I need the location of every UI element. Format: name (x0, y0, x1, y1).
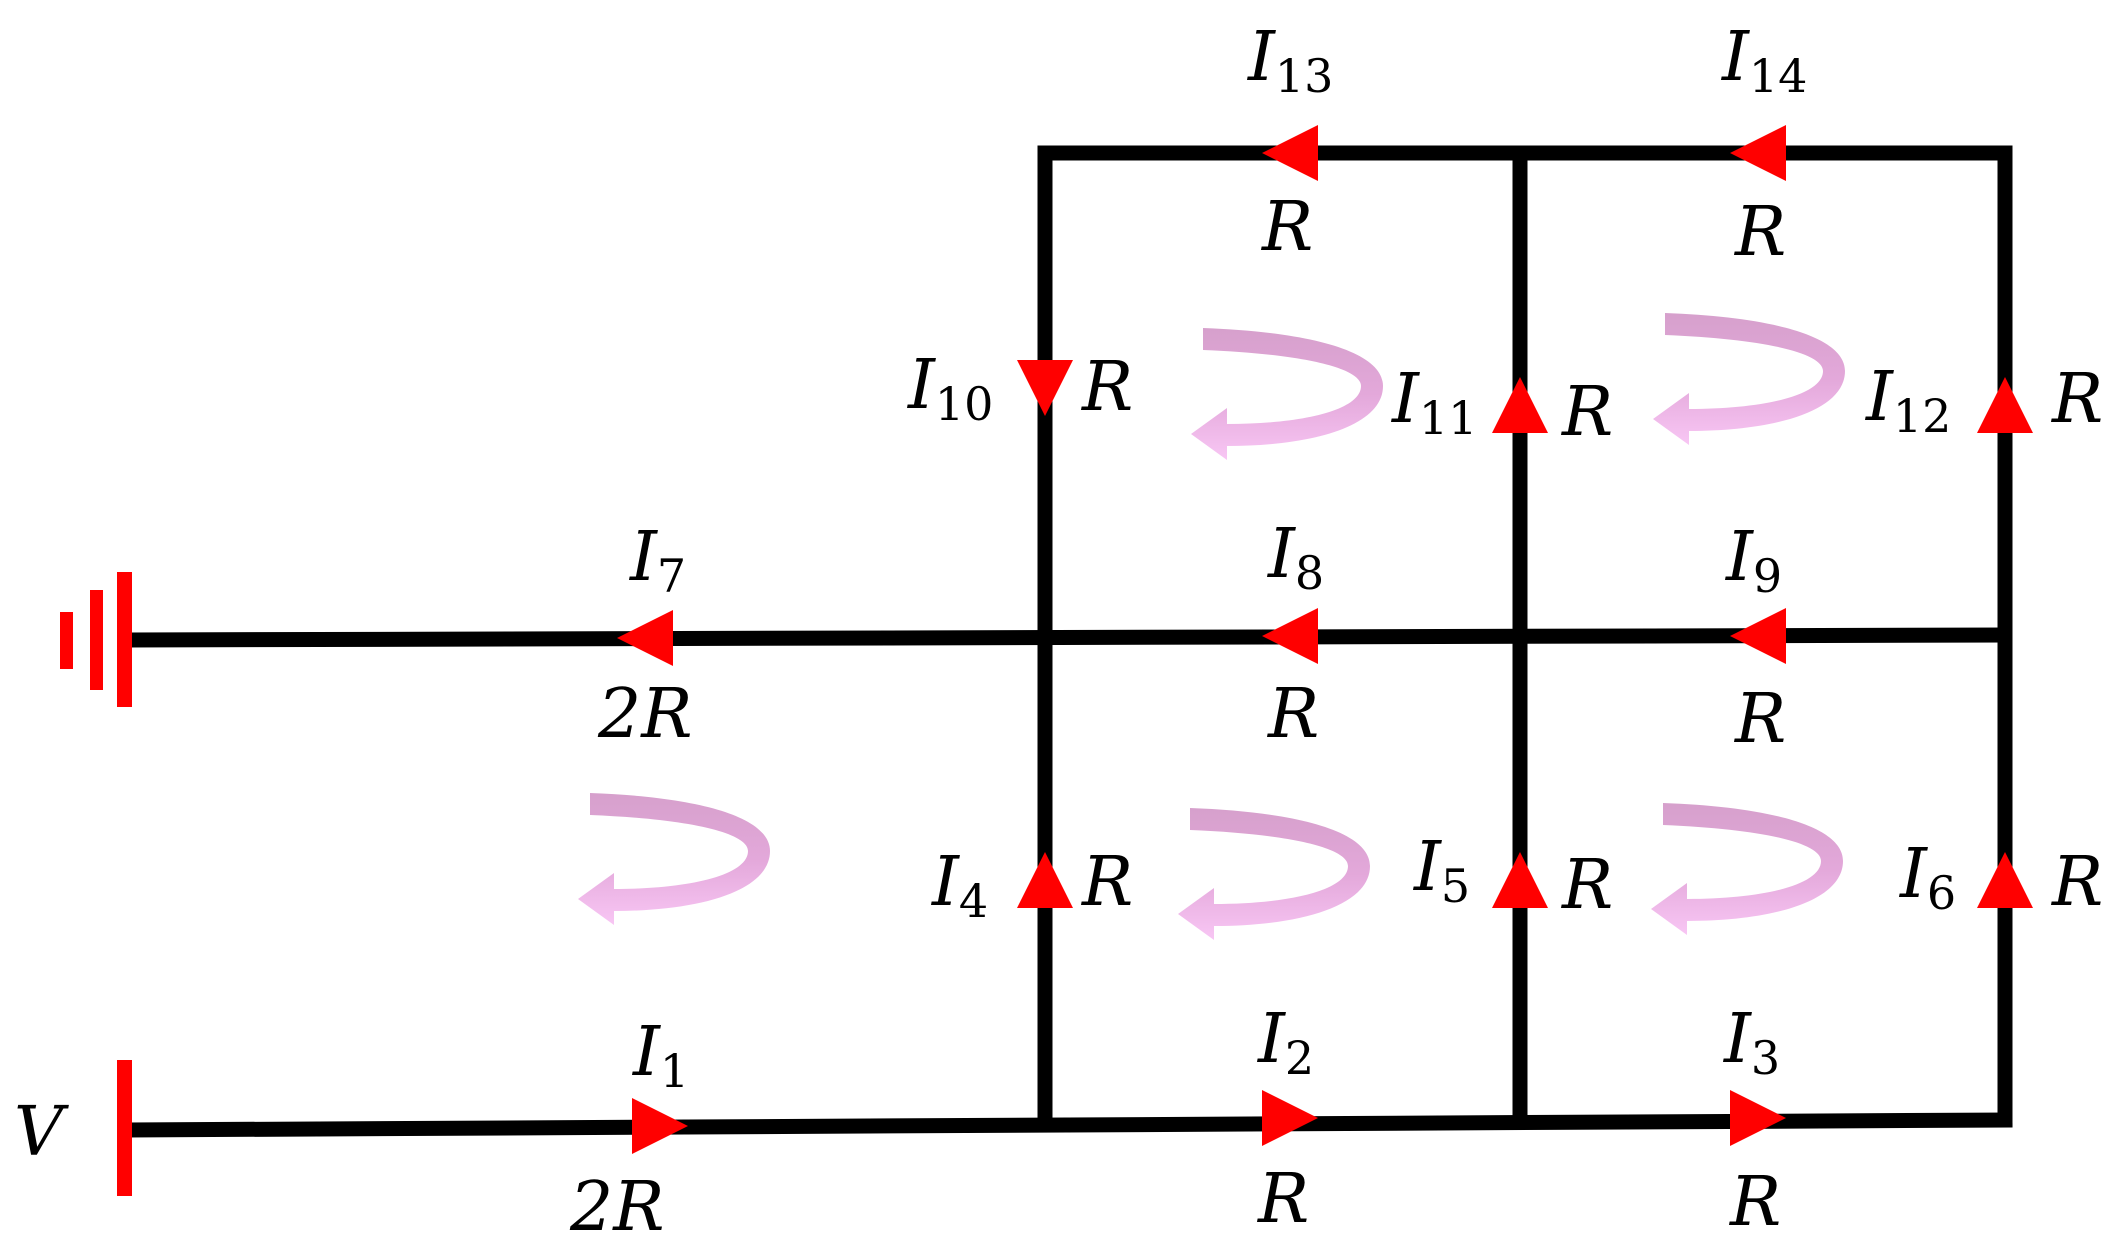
wire-bottom (117, 1112, 2013, 1138)
current-label-i5: I5 (1412, 828, 1470, 913)
resistor-label-i7: 2R (597, 675, 692, 754)
resistor-label-i13: R (1260, 188, 1313, 267)
wires (117, 145, 2013, 1138)
source-plate (117, 1060, 132, 1196)
resistor-label-i3: R (1728, 1163, 1781, 1242)
arrow-i4 (1017, 852, 1073, 908)
resistor-label-i14: R (1733, 193, 1786, 272)
resistor-label-i9: R (1733, 680, 1786, 759)
arrow-i2 (1262, 1090, 1318, 1146)
resistor-label-i4: R (1080, 843, 1133, 922)
current-label-i3: I3 (1722, 1000, 1780, 1085)
resistor-label-i10: R (1080, 348, 1133, 427)
resistor-label-i5: R (1560, 846, 1613, 925)
arrow-i11 (1492, 377, 1548, 433)
resistor-label-i1: 2R (569, 1168, 664, 1247)
voltage-source: V (14, 1060, 132, 1196)
loop-arrow-icon (578, 793, 770, 925)
resistor-label-i8: R (1266, 675, 1319, 754)
current-label-i10: I10 (906, 346, 993, 431)
ground-icon (60, 572, 132, 707)
resistance-labels: 2R R R R R R 2R R R R R R R R (569, 188, 2103, 1247)
arrow-i8 (1262, 608, 1318, 664)
resistor-label-i11: R (1560, 373, 1613, 452)
source-label: V (14, 1093, 69, 1172)
resistor-label-i12: R (2050, 360, 2103, 439)
loop-arrow-icon (1178, 808, 1370, 940)
resistor-label-i2: R (1256, 1160, 1309, 1239)
wire-middle (117, 627, 2013, 648)
current-label-i14: I14 (1720, 18, 1807, 103)
arrow-i3 (1730, 1090, 1786, 1146)
current-label-i4: I4 (930, 843, 988, 928)
current-arrows (617, 125, 2033, 1154)
arrow-i6 (1977, 852, 2033, 908)
current-label-i7: I7 (628, 518, 686, 603)
arrow-i12 (1977, 377, 2033, 433)
arrow-i7 (617, 610, 673, 666)
loop-arrow-icon (1191, 328, 1383, 460)
arrow-i13 (1262, 125, 1318, 181)
current-label-i9: I9 (1724, 518, 1782, 603)
arrow-i14 (1730, 125, 1786, 181)
current-label-i2: I2 (1256, 1000, 1314, 1085)
resistor-label-i6: R (2050, 843, 2103, 922)
arrow-i10 (1017, 360, 1073, 416)
current-labels: I1 I2 I3 I4 I5 I6 I7 I8 I9 I10 I11 I12 I… (628, 18, 1956, 1098)
current-label-i8: I8 (1266, 515, 1324, 600)
arrow-i5 (1492, 852, 1548, 908)
current-label-i12: I12 (1864, 358, 1951, 443)
loop-arrow-icon (1653, 313, 1845, 445)
current-label-i6: I6 (1898, 835, 1956, 920)
current-label-i1: I1 (631, 1013, 689, 1098)
mesh-loops (578, 313, 1845, 940)
arrow-i1 (632, 1098, 688, 1154)
current-label-i13: I13 (1246, 18, 1333, 103)
arrow-i9 (1730, 608, 1786, 664)
loop-arrow-icon (1651, 803, 1843, 935)
current-label-i11: I11 (1390, 360, 1477, 445)
